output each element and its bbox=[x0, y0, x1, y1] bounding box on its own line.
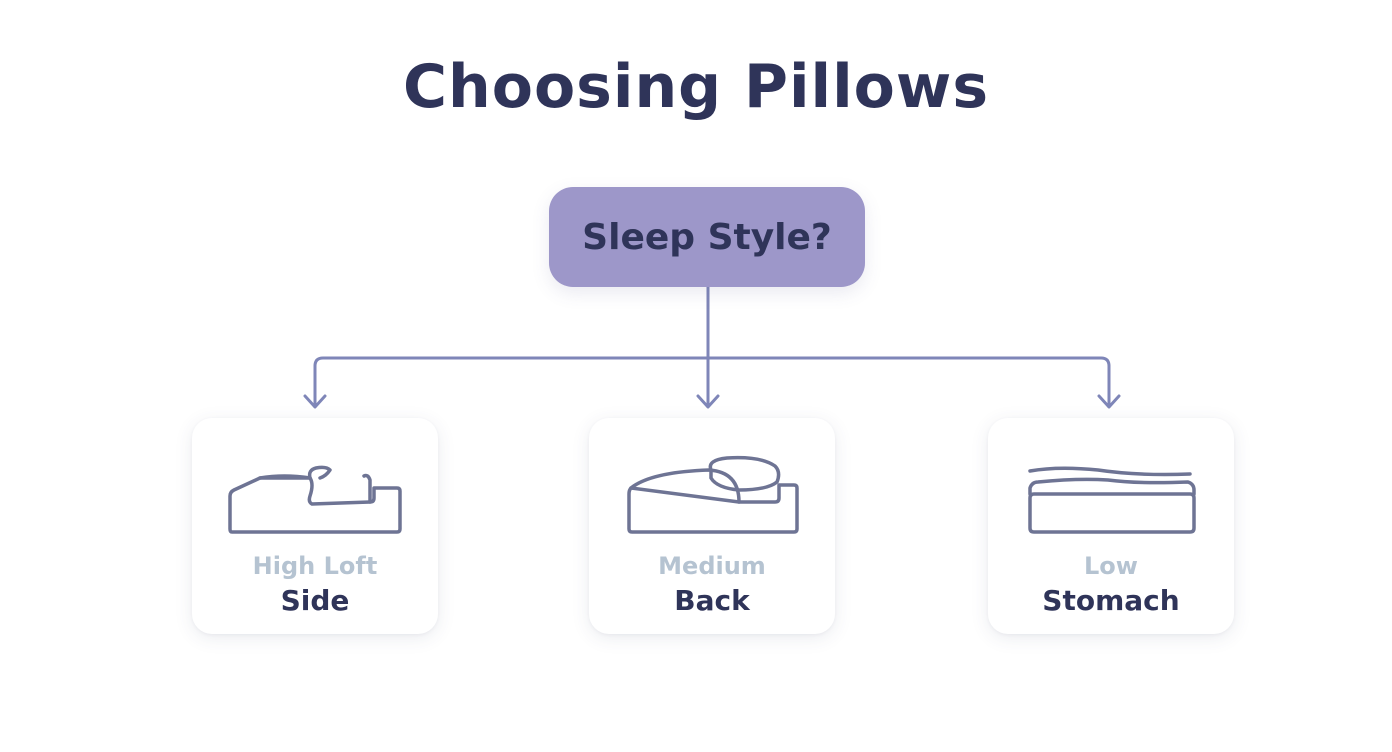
high-loft-pillow-icon bbox=[228, 465, 402, 534]
medium-loft-pillow-icon bbox=[627, 455, 799, 534]
arrowhead-stomach bbox=[1097, 394, 1121, 409]
sleep-position-label: Side bbox=[280, 584, 350, 617]
root-node-label: Sleep Style? bbox=[582, 216, 832, 258]
sleep-style-question-node: Sleep Style? bbox=[549, 187, 865, 287]
diagram-title: Choosing Pillows bbox=[402, 52, 990, 122]
option-card-stomach: Low Stomach bbox=[988, 418, 1234, 634]
arrowhead-side bbox=[303, 394, 327, 409]
loft-label: High Loft bbox=[252, 552, 378, 580]
option-card-back: Medium Back bbox=[589, 418, 835, 634]
loft-label: Low bbox=[1084, 552, 1138, 580]
loft-label: Medium bbox=[658, 552, 766, 580]
sleep-position-label: Back bbox=[674, 584, 750, 617]
sleep-position-label: Stomach bbox=[1042, 584, 1180, 617]
branch-connector-horizontal bbox=[313, 356, 1111, 382]
low-loft-pillow-icon bbox=[1028, 466, 1196, 534]
arrowhead-back bbox=[696, 394, 720, 409]
option-card-side: High Loft Side bbox=[192, 418, 438, 634]
